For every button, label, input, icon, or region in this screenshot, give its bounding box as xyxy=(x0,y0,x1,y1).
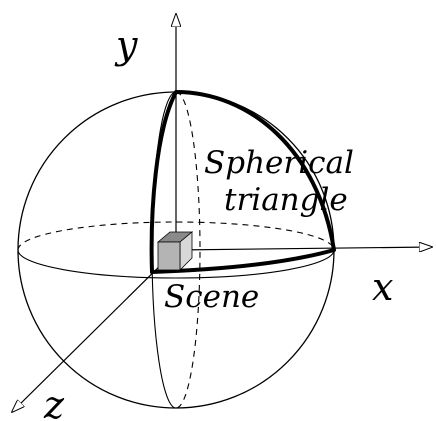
y-axis-label: y xyxy=(114,23,138,67)
spherical-triangle-label-line1: Spherical xyxy=(204,145,354,181)
scene-cube-icon xyxy=(156,231,194,271)
meridian-back-dashed xyxy=(175,91,201,409)
equator-front xyxy=(17,249,335,279)
z-axis-label: z xyxy=(43,383,65,421)
scene-label: Scene xyxy=(164,279,259,315)
cube-front-face xyxy=(157,241,181,271)
equator-back-dashed xyxy=(17,221,335,251)
spherical-triangle-label-line2: triangle xyxy=(224,182,348,218)
spherical-triangle-outline xyxy=(149,90,336,274)
z-axis xyxy=(12,249,177,412)
x-axis-label: x xyxy=(372,265,393,309)
x-axis xyxy=(175,247,432,250)
